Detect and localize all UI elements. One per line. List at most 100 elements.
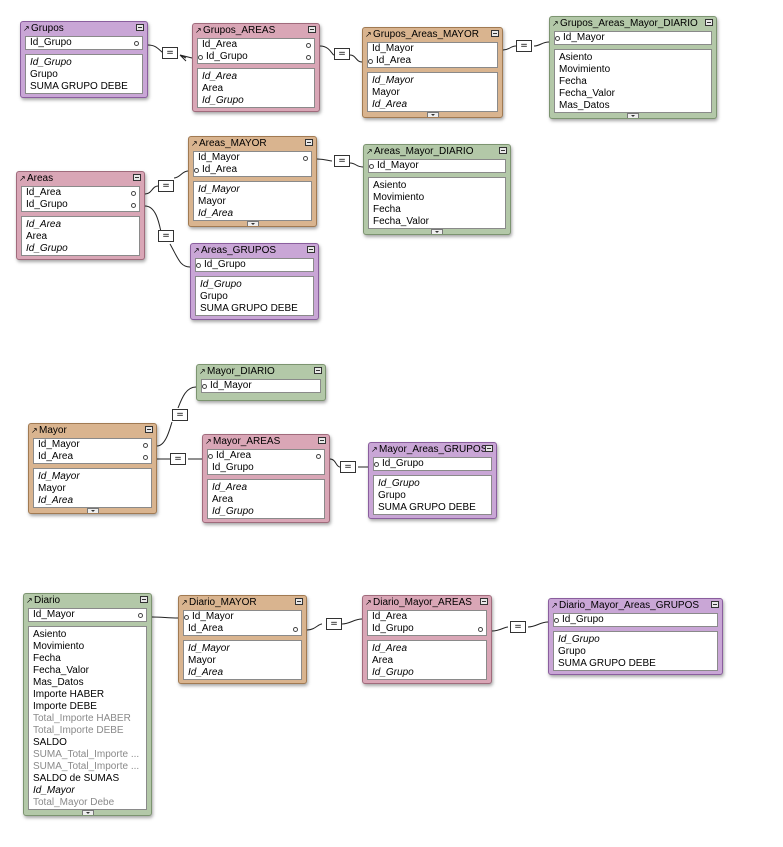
key-field[interactable]: Id_Grupo: [22, 199, 139, 211]
expand-tab-icon[interactable]: [81, 810, 94, 815]
relationship-operator[interactable]: =: [158, 230, 174, 242]
table-header[interactable]: ↗Diario_MAYOR: [179, 596, 306, 609]
field-row[interactable]: Id_Area: [202, 71, 238, 82]
table-header[interactable]: ↗Diario_Mayor_AREAS: [363, 596, 491, 609]
field-row[interactable]: Id_Grupo: [372, 667, 414, 678]
field-row[interactable]: Grupo: [558, 646, 586, 657]
field-row[interactable]: Id_Mayor: [38, 471, 80, 482]
collapse-icon[interactable]: [140, 596, 148, 603]
relationship-operator[interactable]: =: [510, 621, 526, 633]
key-field[interactable]: Id_Area: [368, 55, 497, 67]
collapse-icon[interactable]: [711, 601, 719, 608]
field-row[interactable]: Id_Grupo: [202, 95, 244, 106]
key-field[interactable]: Id_Area: [368, 611, 486, 623]
table-header[interactable]: ↗Areas_Mayor_DIARIO: [364, 145, 510, 158]
collapse-icon[interactable]: [314, 367, 322, 374]
field-row[interactable]: Grupo: [200, 291, 228, 302]
table-header[interactable]: ↗Mayor_Areas_GRUPOS: [369, 443, 496, 456]
field-row[interactable]: Id_Area: [38, 495, 74, 506]
expand-tab-icon[interactable]: [431, 229, 443, 234]
field-row[interactable]: Grupo: [30, 69, 58, 80]
key-field[interactable]: Id_Mayor: [555, 32, 711, 44]
field-row[interactable]: Total_Mayor Debe: [33, 797, 115, 808]
key-field[interactable]: Id_Area: [208, 450, 324, 462]
table-header[interactable]: ↗Areas_MAYOR: [189, 137, 316, 150]
collapse-icon[interactable]: [136, 24, 144, 31]
key-field[interactable]: Id_Mayor: [202, 380, 320, 392]
field-row[interactable]: SUMA GRUPO DEBE: [200, 303, 298, 314]
field-row[interactable]: Fecha: [559, 76, 587, 87]
field-row[interactable]: Id_Area: [212, 482, 248, 493]
field-row[interactable]: Id_Grupo: [212, 506, 254, 517]
field-row[interactable]: SUMA GRUPO DEBE: [30, 81, 128, 92]
field-row[interactable]: SUMA_Total_Importe ...: [33, 761, 140, 772]
field-row[interactable]: Area: [372, 655, 394, 666]
field-row[interactable]: Asiento: [559, 52, 593, 63]
relationship-operator[interactable]: =: [158, 180, 174, 192]
field-row[interactable]: Id_Area: [188, 667, 224, 678]
table-header[interactable]: ↗Mayor_DIARIO: [197, 365, 325, 378]
field-row[interactable]: Grupo: [378, 490, 406, 501]
key-field[interactable]: Id_Area: [22, 187, 139, 199]
collapse-icon[interactable]: [499, 147, 507, 154]
table-header[interactable]: ↗Diario: [24, 594, 151, 607]
relationship-operator[interactable]: =: [340, 461, 356, 473]
key-field[interactable]: Id_Grupo: [196, 259, 313, 271]
field-row[interactable]: Fecha: [373, 204, 401, 215]
field-row[interactable]: Fecha_Valor: [373, 216, 429, 227]
field-row[interactable]: Fecha: [33, 653, 61, 664]
key-field[interactable]: Id_Area: [198, 39, 314, 51]
field-row[interactable]: SALDO de SUMAS: [33, 773, 120, 784]
field-row[interactable]: Asiento: [373, 180, 407, 191]
collapse-icon[interactable]: [305, 139, 313, 146]
key-field[interactable]: Id_Mayor: [368, 43, 497, 55]
key-field[interactable]: Id_Area: [184, 623, 301, 635]
field-row[interactable]: Mas_Datos: [33, 677, 84, 688]
table-header[interactable]: ↗Grupos_Areas_MAYOR: [363, 28, 502, 41]
field-row[interactable]: Movimiento: [373, 192, 425, 203]
table-header[interactable]: ↗Grupos: [21, 22, 147, 35]
field-row[interactable]: SALDO: [33, 737, 67, 748]
field-row[interactable]: Mayor: [198, 196, 226, 207]
collapse-icon[interactable]: [295, 598, 303, 605]
table-header[interactable]: ↗Areas_GRUPOS: [191, 244, 318, 257]
key-field[interactable]: Id_Grupo: [554, 614, 717, 626]
table-header[interactable]: ↗Mayor: [29, 424, 156, 437]
expand-tab-icon[interactable]: [246, 221, 259, 226]
key-field[interactable]: Id_Mayor: [184, 611, 301, 623]
expand-tab-icon[interactable]: [627, 113, 639, 118]
field-row[interactable]: Id_Grupo: [200, 279, 242, 290]
relationship-operator[interactable]: =: [172, 409, 188, 421]
relationship-operator[interactable]: =: [334, 48, 350, 60]
key-field[interactable]: Id_Grupo: [208, 462, 324, 474]
field-row[interactable]: Id_Mayor: [33, 785, 75, 796]
collapse-icon[interactable]: [480, 598, 488, 605]
field-row[interactable]: Id_Area: [372, 99, 408, 110]
collapse-icon[interactable]: [491, 30, 499, 37]
field-row[interactable]: Id_Area: [198, 208, 234, 219]
key-field[interactable]: Id_Grupo: [26, 37, 142, 49]
collapse-icon[interactable]: [145, 426, 153, 433]
relationship-operator[interactable]: =: [334, 155, 350, 167]
field-row[interactable]: Id_Area: [372, 643, 408, 654]
field-row[interactable]: Area: [26, 231, 48, 242]
field-row[interactable]: SUMA_Total_Importe ...: [33, 749, 140, 760]
key-field[interactable]: Id_Grupo: [198, 51, 314, 63]
table-mayor-diario[interactable]: ↗Mayor_DIARIO Id_Mayor: [196, 364, 326, 401]
key-field[interactable]: Id_Grupo: [374, 458, 491, 470]
field-row[interactable]: Id_Mayor: [372, 75, 414, 86]
table-header[interactable]: ↗Grupos_AREAS: [193, 24, 319, 37]
field-row[interactable]: Movimiento: [33, 641, 85, 652]
field-row[interactable]: Total_Importe DEBE: [33, 725, 124, 736]
field-row[interactable]: Id_Grupo: [558, 634, 600, 645]
